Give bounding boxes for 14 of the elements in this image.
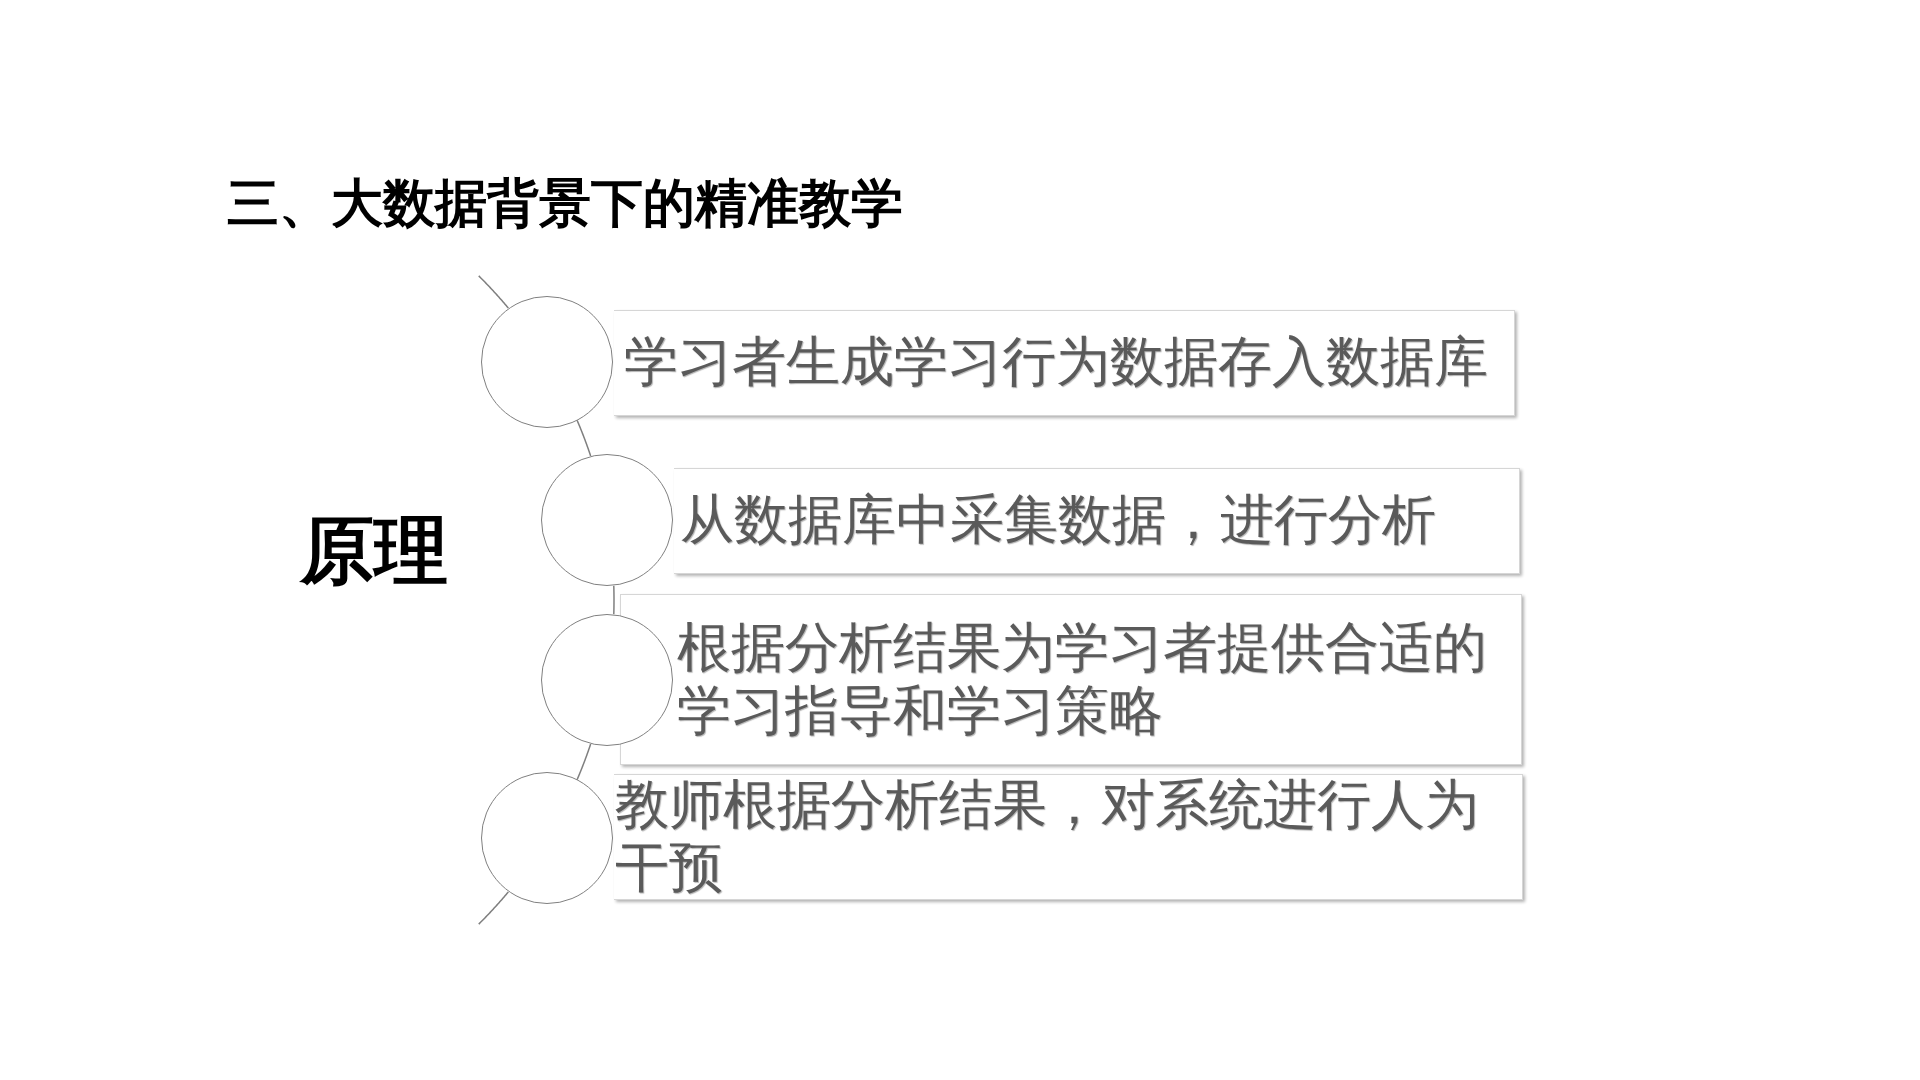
timeline-arc-segment — [576, 419, 592, 457]
timeline-arc-segment — [576, 743, 592, 781]
title: 三、大数据背景下的精准教学 — [227, 173, 903, 234]
timeline-arc-segment — [478, 275, 510, 309]
step-box — [614, 310, 1515, 416]
step-box — [674, 468, 1520, 574]
section-label: 原理 — [300, 508, 448, 594]
timeline-arc-segment — [478, 891, 510, 925]
step-text: 教师根据分析结果，对系统进行人为干预 — [615, 773, 1480, 900]
step-text: 根据分析结果为学习者提供合适的学习指导和学习策略 — [677, 616, 1488, 743]
timeline-arc-segment — [613, 584, 615, 616]
step-text: 学习者生成学习行为数据存入数据库 — [624, 331, 1488, 395]
step-box — [620, 594, 1522, 765]
step-text: 从数据库中采集数据，进行分析 — [680, 489, 1436, 553]
